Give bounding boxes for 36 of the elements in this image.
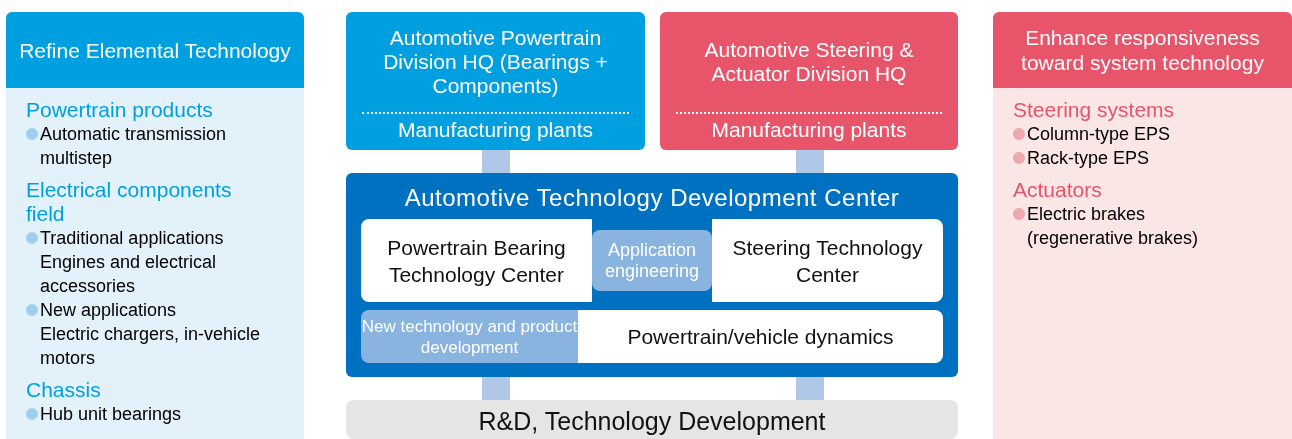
division-subtitle: Manufacturing plants: [710, 116, 908, 143]
category-panel: [6, 12, 304, 439]
bullet-item: Electric brakes (regenerative brakes): [1013, 202, 1252, 250]
section-heading: Steering systems: [1013, 98, 1176, 122]
unit-box: Steering Technology Center: [712, 219, 943, 302]
division-title: Automotive Steering & Actuator Division HQ: [703, 37, 915, 87]
center-title: Automotive Technology Development Center: [403, 182, 901, 213]
bullet-item: New applications: [26, 298, 264, 322]
section-heading: Chassis: [26, 378, 102, 402]
unit-box: Powertrain Bearing Technology Center: [361, 219, 592, 302]
bullet-item: Traditional applications: [26, 226, 264, 250]
item-description: Electric chargers, in-vehicle motors: [39, 323, 262, 370]
section-heading: Electrical components field: [26, 178, 233, 226]
function-tag: New technology and product development: [361, 310, 578, 363]
bullet-item: Hub unit bearings: [26, 402, 264, 426]
base-box: R&D, Technology Development: [346, 400, 958, 439]
connector-bar: [796, 150, 824, 173]
section-heading: Actuators: [1013, 178, 1103, 202]
center-box: [346, 173, 958, 377]
bullet-item: Column-type EPS: [1013, 122, 1252, 146]
division-box: [346, 12, 645, 150]
panel-header: Refine Elemental Technology: [6, 12, 304, 88]
division-subtitle: Manufacturing plants: [397, 116, 594, 143]
panel-header: Enhance responsiveness toward system technology: [993, 12, 1292, 88]
unit-box: Powertrain/vehicle dynamics: [578, 310, 943, 363]
connector-bar: [482, 377, 510, 400]
bullet-item: Automatic transmission multistep: [26, 122, 264, 170]
item-description: Engines and electrical accessories: [39, 251, 218, 298]
division-title: Automotive Powertrain Division HQ (Bearings + Components): [382, 25, 609, 99]
category-panel: [993, 12, 1292, 439]
connector-bar: [796, 377, 824, 400]
connector-bar: [482, 150, 510, 173]
function-tag: Application engineering: [592, 230, 712, 291]
section-heading: Powertrain products: [26, 98, 214, 122]
bullet-item: Rack-type EPS: [1013, 146, 1252, 170]
division-box: [660, 12, 958, 150]
